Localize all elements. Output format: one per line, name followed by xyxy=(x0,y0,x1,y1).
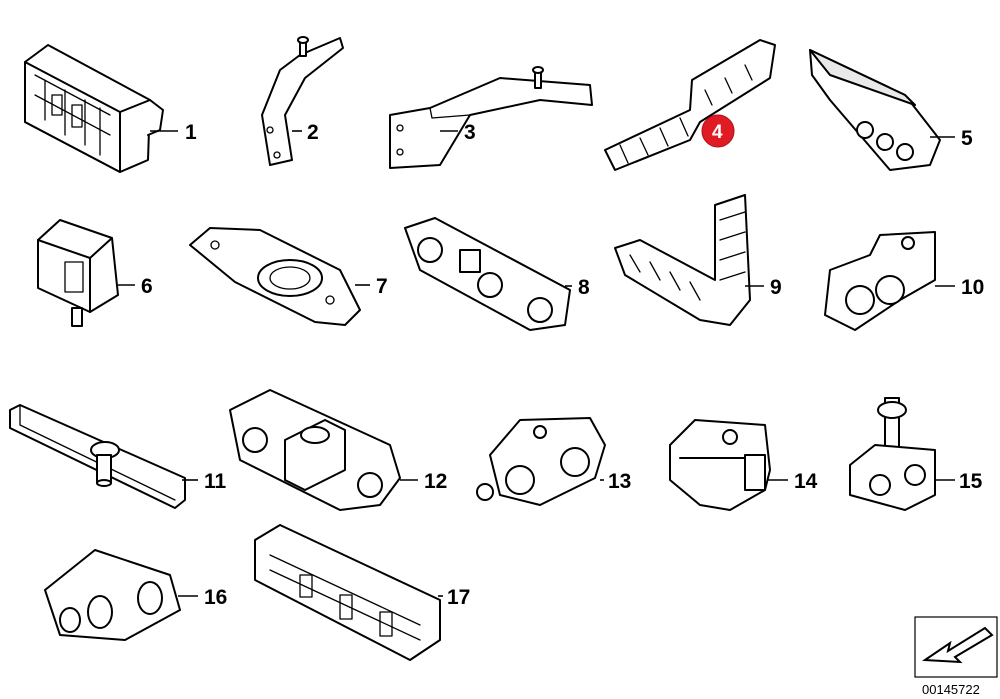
callout-11[interactable]: 11 xyxy=(204,470,227,493)
part-8-drawing[interactable] xyxy=(404,217,571,331)
callout-9[interactable]: 9 xyxy=(770,276,782,299)
part-3-drawing[interactable] xyxy=(389,66,593,169)
diagram-id: 00145722 xyxy=(922,682,980,697)
part-17-drawing[interactable] xyxy=(254,524,441,661)
callout-2[interactable]: 2 xyxy=(307,121,319,144)
callout-14[interactable]: 14 xyxy=(794,470,818,493)
part-12-drawing[interactable] xyxy=(229,389,401,511)
callout-10[interactable]: 10 xyxy=(961,276,984,299)
callout-16[interactable]: 16 xyxy=(204,586,227,609)
callout-8[interactable]: 8 xyxy=(578,276,590,299)
callout-6[interactable]: 6 xyxy=(141,275,153,298)
part-9-drawing[interactable] xyxy=(614,194,751,326)
arrow-back-icon[interactable] xyxy=(914,616,998,678)
callout-13[interactable]: 13 xyxy=(608,470,631,493)
callout-1[interactable]: 1 xyxy=(185,121,197,144)
callout-12[interactable]: 12 xyxy=(424,470,447,493)
part-5-drawing[interactable] xyxy=(809,49,941,171)
callout-5[interactable]: 5 xyxy=(961,127,973,150)
part-16-drawing[interactable] xyxy=(44,549,181,641)
part-15-drawing[interactable] xyxy=(849,397,936,511)
part-13-drawing[interactable] xyxy=(476,417,606,506)
part-4-drawing[interactable] xyxy=(604,39,776,171)
callout-17[interactable]: 17 xyxy=(447,586,470,609)
callout-4-highlight[interactable]: 4 xyxy=(701,114,735,148)
callout-15[interactable]: 15 xyxy=(959,470,983,493)
part-6-drawing[interactable] xyxy=(37,219,119,327)
part-2-drawing[interactable] xyxy=(261,36,344,166)
callout-4[interactable]: 4 xyxy=(712,122,723,143)
callout-7[interactable]: 7 xyxy=(376,275,388,298)
part-1-drawing[interactable] xyxy=(24,44,164,173)
part-10-drawing[interactable] xyxy=(824,231,936,331)
part-14-drawing[interactable] xyxy=(669,419,771,511)
part-11-drawing[interactable] xyxy=(9,404,186,509)
part-7-drawing[interactable] xyxy=(189,227,361,326)
callout-3[interactable]: 3 xyxy=(464,121,476,144)
